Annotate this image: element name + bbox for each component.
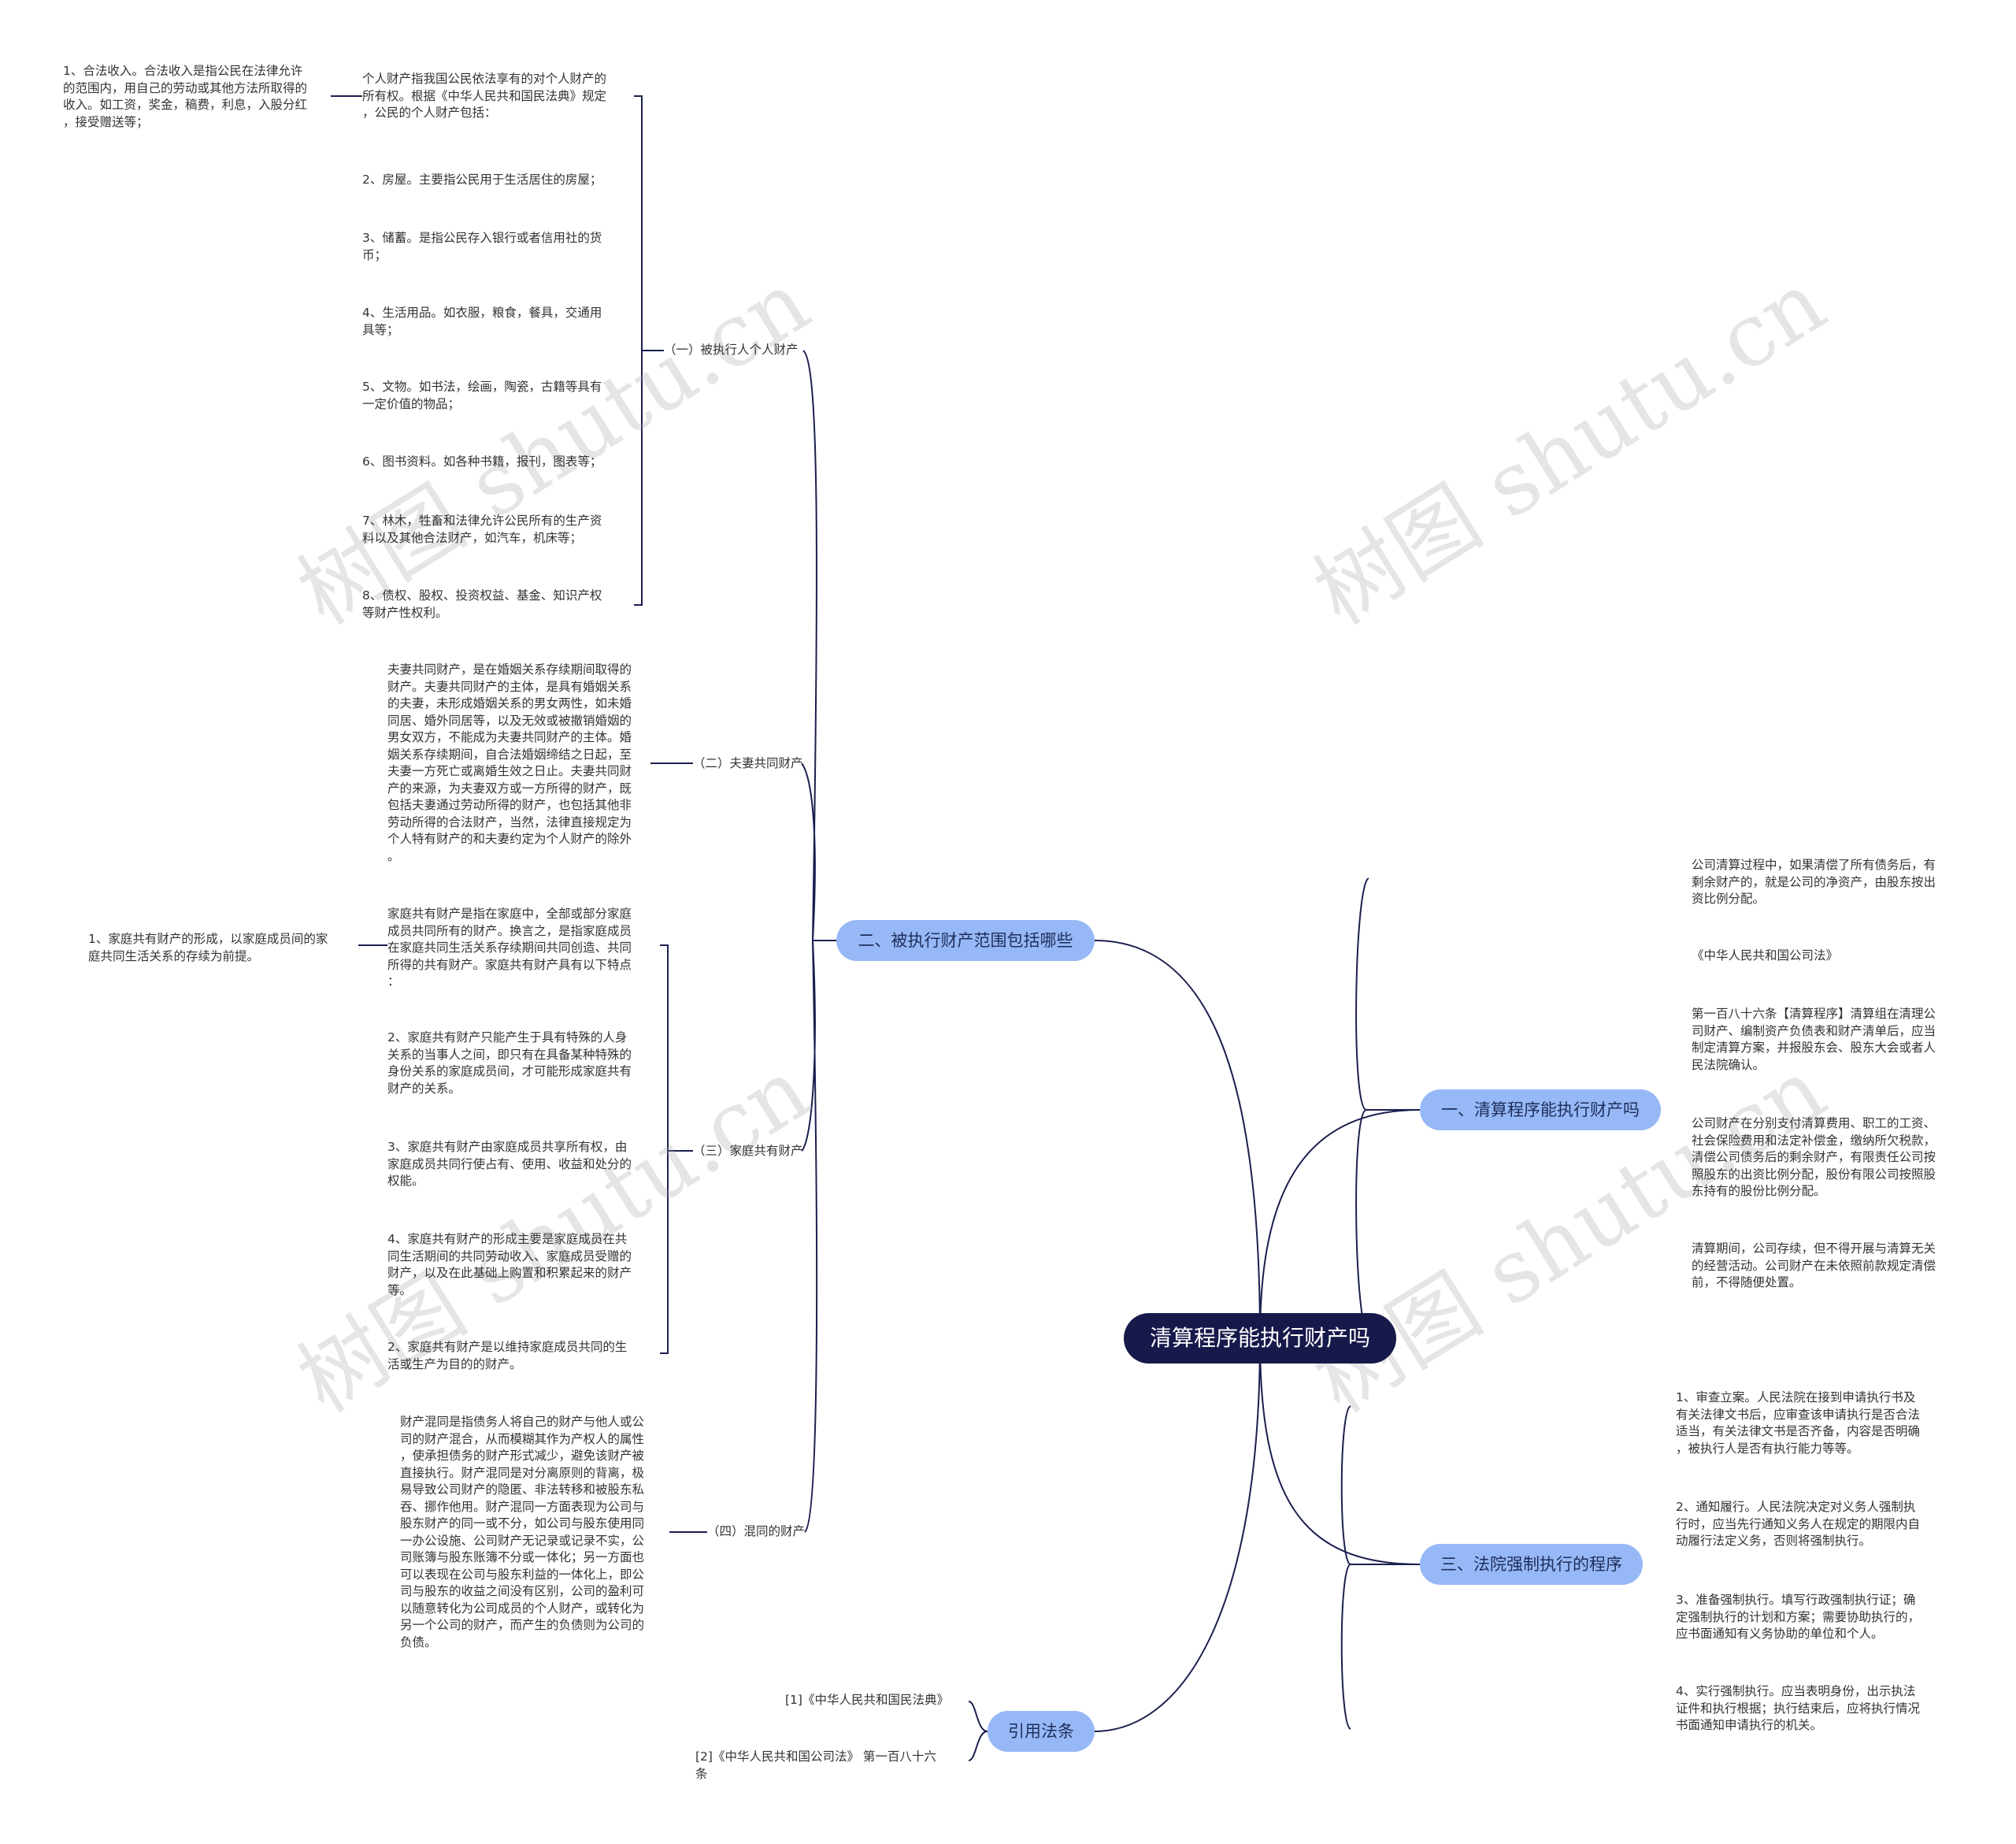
leaf-family-purpose: 2、家庭共有财产是以维持家庭成员共同的生 活或生产为目的的财产。 <box>387 1340 628 1371</box>
leaf-law-company: [2]《中华人民共和国公司法》 第一百八十六 条 <box>695 1749 936 1781</box>
sub-family-property[interactable]: （三）家庭共有财产 <box>693 1144 803 1158</box>
connector-root-b2 <box>1094 940 1261 1339</box>
connector-b2-s2 <box>801 762 816 941</box>
leaf-legal-income: 1、合法收入。合法收入是指公民在法律允许 的范围内，用自己的劳动或其他方法所取得… <box>63 64 308 129</box>
leaf-family-sources: 4、家庭共有财产的形成主要是家庭成员在共 同生活期间的共同劳动收入、家庭成员受赠… <box>387 1232 632 1297</box>
connector-s1-down <box>634 351 643 606</box>
connector-b2-s1 <box>802 350 817 941</box>
leaf-daily-goods: 4、生活用品。如衣服，粮食，餐具，交通用 具等； <box>362 306 602 337</box>
leaf-personal-intro: 个人财产指我国公民依法享有的对个人财产的 所有权。根据《中华人民共和国民法典》规… <box>362 72 607 120</box>
connector-b2-s4 <box>804 940 818 1533</box>
connector-b1-up <box>1355 877 1369 1111</box>
connector-s3-up <box>660 944 669 1151</box>
leaf-notify-performance: 2、通知履行。人民法院决定对义务人强制执 行时，应当先行通知义务人在规定的期限内… <box>1676 1500 1921 1548</box>
leaf-forest-livestock: 7、林木，牲畜和法律允许公民所有的生产资 料以及其他合法财产，如汽车，机床等； <box>362 514 602 545</box>
leaf-family-intro: 家庭共有财产是指在家庭中，全部或部分家庭 成员共同所有的财产。换言之，是指家庭成… <box>387 907 632 989</box>
branch-liquidation-execution[interactable]: 一、清算程序能执行财产吗 <box>1420 1089 1661 1130</box>
leaf-law-civil-code: [1]《中华人民共和国民法典》 <box>785 1693 949 1707</box>
leaf-books: 6、图书资料。如各种书籍，报刊，图表等； <box>362 455 602 469</box>
leaf-property-rights: 8、债权、股权、投资权益、基金、知识产权 等财产性权利。 <box>362 588 602 620</box>
connector-b3-up <box>1340 1405 1351 1565</box>
leaf-asset-distribution: 公司财产在分别支付清算费用、职工的工资、 社会保险费用和法定补偿金，缴纳所欠税款… <box>1692 1116 1936 1198</box>
connector-b2-s3 <box>801 940 816 1152</box>
leaf-mixed-property: 财产混同是指债务人将自己的财产与他人或公 司的财产混合，从而模糊其作为产权人的属… <box>400 1415 645 1649</box>
connector-s1-up <box>634 95 643 351</box>
connector-root-b4 <box>1094 1338 1261 1732</box>
connector-b4-law2 <box>968 1731 988 1761</box>
connector-b3-down <box>1340 1564 1351 1730</box>
leaf-house: 2、房屋。主要指公民用于生活居住的房屋； <box>362 173 602 187</box>
connector-b1-down <box>1355 1109 1369 1336</box>
leaf-carry-out-enforcement: 4、实行强制执行。应当表明身份，出示执法 证件和执行根据；执行结束后，应将执行情… <box>1676 1684 1921 1732</box>
leaf-family-formation: 1、家庭共有财产的形成，以家庭成员间的家 庭共同生活关系的存续为前提。 <box>88 932 328 963</box>
branch-execution-scope[interactable]: 二、被执行财产范围包括哪些 <box>836 920 1095 961</box>
sub-mixed-property[interactable]: （四）混同的财产 <box>707 1524 806 1538</box>
branch-cited-laws[interactable]: 引用法条 <box>988 1711 1095 1752</box>
leaf-company-law: 《中华人民共和国公司法》 <box>1692 948 1839 963</box>
leaf-review-filing: 1、审查立案。人民法院在接到申请执行书及 有关法律文书后，应审查该申请执行是否合… <box>1676 1390 1921 1456</box>
leaf-savings: 3、储蓄。是指公民存入银行或者信用社的货 币； <box>362 231 602 262</box>
connector-b4-law1 <box>968 1701 988 1732</box>
connector-root-b3 <box>1259 1338 1421 1565</box>
leaf-liquidation-period: 清算期间，公司存续，但不得开展与清算无关 的经营活动。公司财产在未依照前款规定清… <box>1692 1241 1936 1289</box>
leaf-cultural-relics: 5、文物。如书法，绘画，陶瓷，古籍等具有 一定价值的物品； <box>362 380 602 411</box>
leaf-net-assets: 公司清算过程中，如果清偿了所有债务后，有 剩余财产的，就是公司的净资产，由股东按… <box>1692 858 1936 906</box>
leaf-prepare-enforcement: 3、准备强制执行。填写行政强制执行证；确 定强制执行的计划和方案；需要协助执行的… <box>1676 1593 1921 1641</box>
leaf-family-relationship: 2、家庭共有财产只能产生于具有特殊的人身 关系的当事人之间，即只有在具备某种特殊… <box>387 1030 632 1096</box>
leaf-spouse-property: 夫妻共同财产，是在婚姻关系存续期间取得的 财产。夫妻共同财产的主体，是具有婚姻关… <box>387 662 632 863</box>
branch-enforcement-procedure[interactable]: 三、法院强制执行的程序 <box>1420 1544 1643 1585</box>
leaf-article-186: 第一百八十六条【清算程序】清算组在清理公 司财产、编制资产负债表和财产清单后，应… <box>1692 1007 1936 1072</box>
sub-spouse-property[interactable]: （二）夫妻共同财产 <box>693 756 803 770</box>
connector-root-b1 <box>1259 1109 1421 1339</box>
root-topic[interactable]: 清算程序能执行财产吗 <box>1124 1313 1396 1364</box>
sub-personal-property[interactable]: （一）被执行人个人财产 <box>664 343 799 357</box>
leaf-family-ownership: 3、家庭共有财产由家庭成员共享所有权，由 家庭成员共同行使占有、使用、收益和处分… <box>387 1140 632 1188</box>
connector-s3-down <box>660 1151 669 1354</box>
